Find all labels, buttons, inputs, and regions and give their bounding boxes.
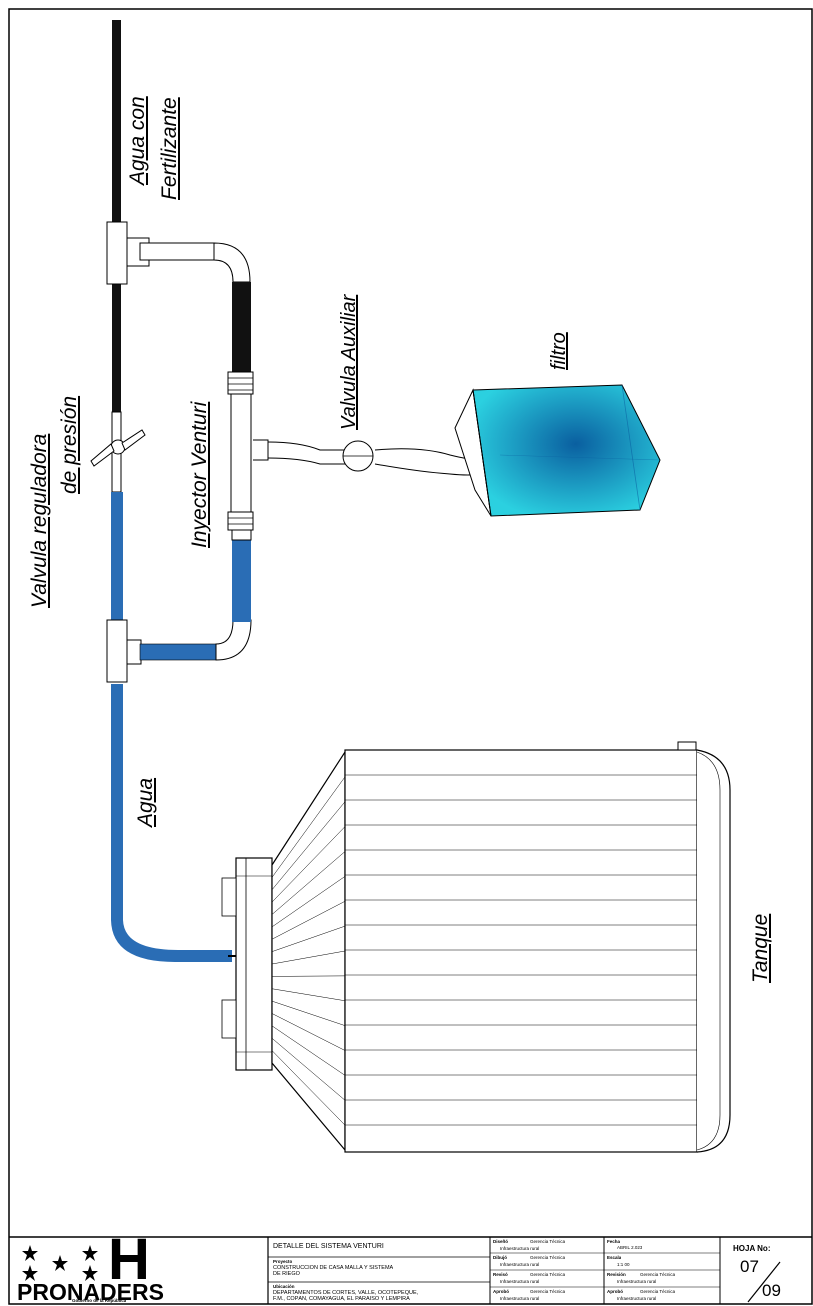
sheet-label: HOJA No: bbox=[733, 1244, 771, 1253]
auxiliary-valve-icon bbox=[342, 440, 374, 472]
branch-top-pipe bbox=[139, 242, 251, 372]
c1-r4-label: Aprobó bbox=[493, 1289, 509, 1294]
star-icon bbox=[52, 1255, 68, 1271]
pronaders-logo bbox=[22, 1245, 98, 1281]
c1-r4-sub: Infraestructura rural bbox=[500, 1296, 540, 1301]
label-inyector-venturi: Inyector Venturi bbox=[188, 401, 211, 548]
branch-bottom-pipe bbox=[139, 538, 252, 661]
c2-r2-label: Escala bbox=[607, 1255, 622, 1260]
filter-container bbox=[454, 384, 661, 517]
org-tagline: Gobierno de la República bbox=[72, 1298, 127, 1303]
label-agua: Agua bbox=[134, 777, 157, 827]
sheet-border bbox=[8, 8, 813, 1305]
c2-r3-label: Revisión bbox=[607, 1272, 626, 1277]
c1-r3-sub: Infraestructura rural bbox=[500, 1279, 540, 1284]
drawing-title: DETALLE DEL SISTEMA VENTURI bbox=[273, 1243, 384, 1250]
location-text-2: F.M., COPÁN, COMAYAGUA, EL PARAÍSO Y LEM… bbox=[273, 1296, 410, 1302]
c2-r1-value: ABRIL 2.023 bbox=[617, 1245, 643, 1250]
c2-r4-value: Gerencia Técnica bbox=[640, 1289, 676, 1294]
c1-r2-sub: Infraestructura rural bbox=[500, 1262, 540, 1267]
c1-r1-label: Diseñó bbox=[493, 1239, 509, 1244]
c2-r4-sub: Infraestructura rural bbox=[617, 1296, 657, 1301]
project-label: Proyecto bbox=[273, 1259, 293, 1264]
label-valvula-reguladora: Valvula reguladora bbox=[28, 433, 51, 608]
suction-line bbox=[267, 441, 481, 476]
logo-letter: H bbox=[108, 1231, 150, 1289]
star-icon bbox=[22, 1265, 38, 1281]
location-label: Ubicación bbox=[273, 1284, 295, 1289]
pressure-valve-icon bbox=[90, 429, 146, 467]
lower-tee bbox=[106, 619, 142, 683]
project-text-1: CONSTRUCCIÓN DE CASA MALLA Y SISTEMA bbox=[273, 1265, 394, 1271]
label-de-presion: de presión bbox=[58, 395, 81, 494]
c2-r2-value: 1:1 00 bbox=[617, 1262, 630, 1267]
c1-r3-label: Revisó bbox=[493, 1272, 508, 1277]
star-icon bbox=[82, 1265, 98, 1281]
location-text-1: DEPARTAMENTOS DE CORTES, VALLE, OCOTEPEQ… bbox=[273, 1290, 419, 1296]
c1-r4-value: Gerencia Técnica bbox=[530, 1289, 566, 1294]
c1-r2-label: Dibujó bbox=[493, 1255, 507, 1260]
c2-r3-sub: Infraestructura rural bbox=[617, 1279, 657, 1284]
label-fertilizante: Fertilizante bbox=[158, 97, 181, 200]
c2-r4-label: Aprobó bbox=[607, 1289, 623, 1294]
c1-r1-value: Gerencia Técnica bbox=[530, 1239, 566, 1244]
tank bbox=[221, 741, 731, 1153]
star-icon bbox=[82, 1245, 98, 1261]
c1-r1-sub: Infraestructura rural bbox=[500, 1246, 540, 1251]
c2-r3-value: Gerencia Técnica bbox=[640, 1272, 676, 1277]
sheet-slash-icon bbox=[747, 1261, 781, 1303]
title-block bbox=[267, 1237, 721, 1304]
label-agua-con: Agua con bbox=[126, 96, 149, 185]
sheet-total: 09 bbox=[762, 1281, 781, 1300]
project-text-2: DE RIEGO bbox=[273, 1271, 300, 1277]
org-name: PRONADERS bbox=[17, 1280, 164, 1304]
c2-r1-label: Fecha bbox=[607, 1239, 621, 1244]
sheet-number: 07 bbox=[740, 1257, 759, 1276]
label-tanque: Tanque bbox=[749, 913, 772, 983]
c1-r3-value: Gerencia Técnica bbox=[530, 1272, 566, 1277]
label-valvula-auxiliar: Valvula Auxiliar bbox=[338, 294, 360, 430]
label-filtro: filtro bbox=[548, 332, 570, 370]
star-icon bbox=[22, 1245, 38, 1261]
c1-r2-value: Gerencia Técnica bbox=[530, 1255, 566, 1260]
venturi-injector bbox=[227, 371, 269, 541]
